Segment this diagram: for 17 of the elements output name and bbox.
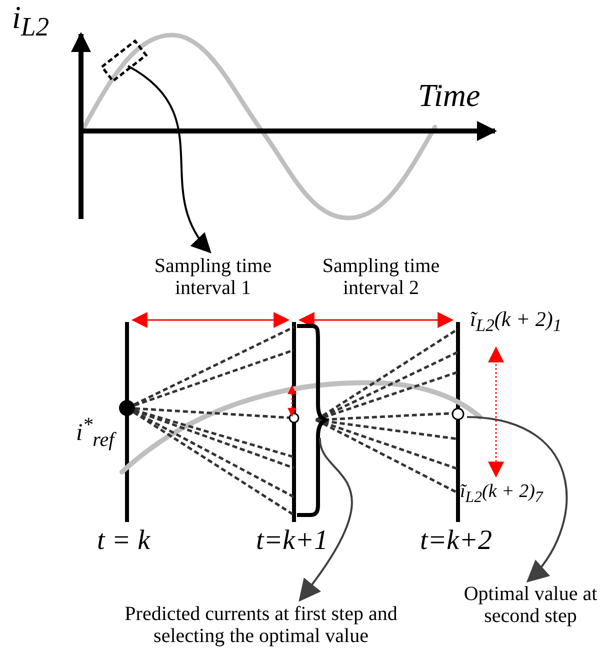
- callout-text: Sampling time interval 1: [128, 255, 298, 299]
- curly-brace: [297, 324, 327, 517]
- sample-window-box: [100, 39, 148, 83]
- time-step-label: t=k+1: [256, 526, 328, 557]
- math-label: ĩ$_{L2}$(k + 2)$_{7}$: [460, 482, 543, 506]
- time-step-label: t=k+2: [420, 526, 492, 557]
- axis-label: Time: [418, 78, 480, 114]
- math-label: ĩ$_{L2}$(k + 2)$_{1}$: [470, 308, 562, 336]
- interval-label: Sampling time interval 2: [321, 255, 441, 299]
- callout-text: Predicted currents at first step and selecting the optimal value: [106, 603, 416, 647]
- leader-arrow: [466, 416, 568, 583]
- leader-arrow: [127, 65, 212, 254]
- leader-arrow: [298, 438, 353, 602]
- axis-label: i$_{L2}$: [12, 0, 50, 42]
- time-step-label: t = k: [97, 526, 150, 557]
- callout-text: Optimal value at second step: [448, 583, 613, 627]
- optimal-point: [452, 408, 464, 420]
